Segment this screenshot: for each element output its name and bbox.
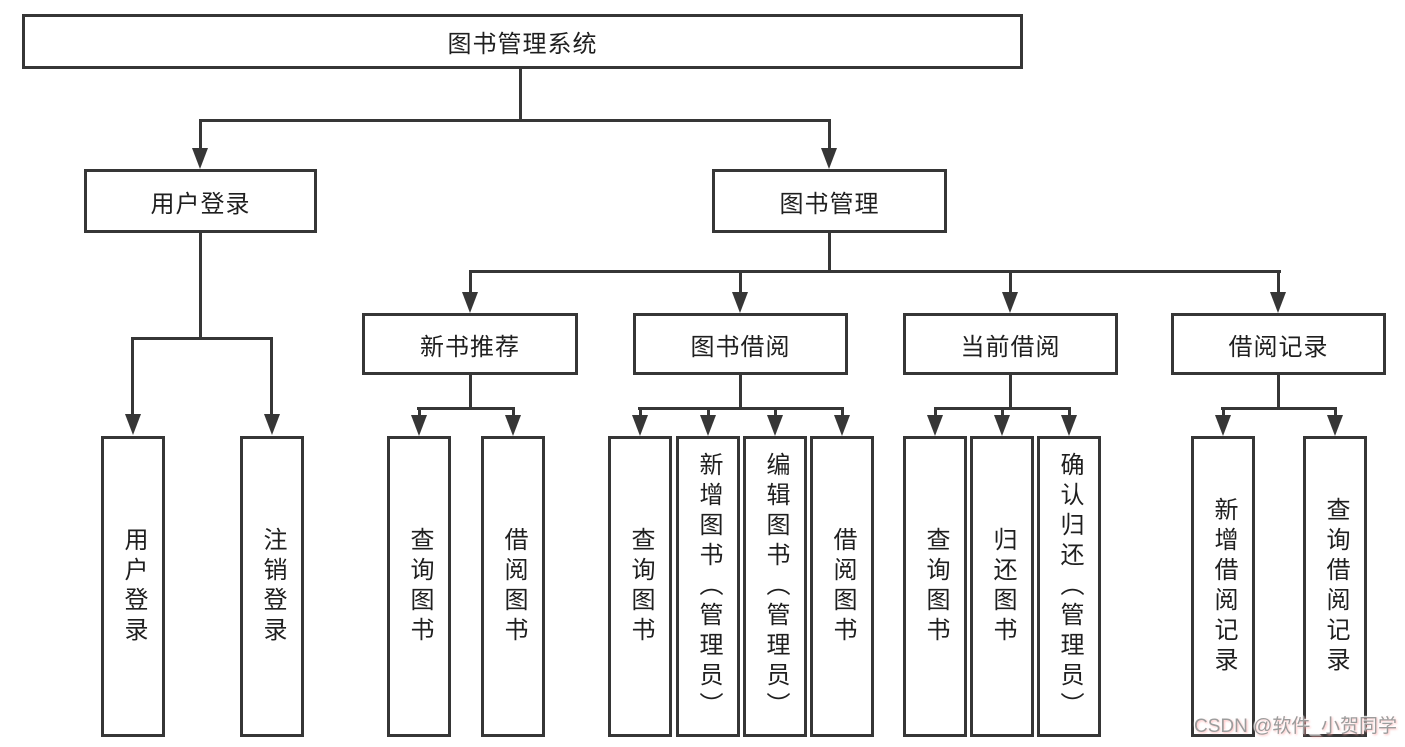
connector-drop-user-login: [199, 121, 202, 149]
leaf-query-borrow-record: 查询借阅记录: [1303, 436, 1367, 737]
leaf-label: 确认归还（管理员）: [1056, 451, 1083, 722]
arrow-down-icon: [700, 415, 716, 436]
connector-book-borrowing-stub: [739, 375, 742, 408]
arrow-down-icon: [821, 148, 837, 169]
leaf-add-books-admin: 新增图书（管理员）: [676, 436, 740, 737]
node-label: 当前借阅: [960, 333, 1061, 361]
node-label: 图书借阅: [690, 333, 791, 361]
node-library-management-system: 图书管理系统: [22, 14, 1023, 69]
leaf-label: 查询借阅记录: [1322, 496, 1349, 677]
leaf-query-books-borrowing: 查询图书: [608, 436, 672, 737]
connector-user-login-branch: [131, 337, 273, 340]
arrow-down-icon: [125, 414, 141, 435]
connector-drop-leaf: [707, 409, 710, 416]
leaf-edit-books-admin: 编辑图书（管理员）: [743, 436, 807, 737]
arrow-down-icon: [462, 292, 478, 313]
leaf-add-borrow-record: 新增借阅记录: [1191, 436, 1255, 737]
arrow-down-icon: [1002, 292, 1018, 313]
connector-drop-new-book: [469, 272, 472, 292]
arrow-down-icon: [1327, 415, 1343, 436]
connector-drop-leaf: [512, 409, 515, 416]
leaf-label: 编辑图书（管理员）: [762, 451, 789, 722]
leaf-label: 查询图书: [406, 526, 433, 647]
connector-drop-leaf: [1222, 409, 1225, 416]
connector-drop-leaf: [934, 409, 937, 416]
arrow-down-icon: [834, 415, 850, 436]
leaf-return-books: 归还图书: [970, 436, 1034, 737]
connector-borrowing-records-branch: [1221, 407, 1337, 410]
node-current-borrowing: 当前借阅: [903, 313, 1118, 375]
connector-drop-book-borrowing: [739, 272, 742, 292]
leaf-confirm-return-admin: 确认归还（管理员）: [1037, 436, 1101, 737]
leaf-label: 借阅图书: [829, 526, 856, 647]
connector-level2-branch: [199, 119, 831, 122]
connector-drop-leaf: [270, 339, 273, 414]
arrow-down-icon: [927, 415, 943, 436]
connector-drop-leaf: [1334, 409, 1337, 416]
csdn-watermark: CSDN @软件_小贺同学: [1194, 716, 1397, 737]
connector-borrowing-records-stub: [1277, 375, 1280, 408]
leaf-query-books-recommend: 查询图书: [387, 436, 451, 737]
arrow-down-icon: [192, 148, 208, 169]
node-user-login: 用户登录: [84, 169, 317, 233]
connector-user-login-stub: [199, 233, 202, 337]
arrow-down-icon: [1215, 415, 1231, 436]
leaf-label: 借阅图书: [500, 526, 527, 647]
arrow-down-icon: [732, 292, 748, 313]
leaf-label: 归还图书: [989, 526, 1016, 647]
connector-drop-leaf: [639, 409, 642, 416]
leaf-label: 查询图书: [922, 526, 949, 647]
arrow-down-icon: [632, 415, 648, 436]
connector-drop-borrowing-records: [1277, 272, 1280, 292]
connector-new-book-stub: [469, 375, 472, 408]
node-label: 借阅记录: [1228, 333, 1329, 361]
connector-drop-current-borrowing: [1009, 272, 1012, 292]
leaf-label: 注销登录: [259, 526, 286, 647]
node-label: 新书推荐: [420, 333, 520, 361]
leaf-borrow-books-recommend: 借阅图书: [481, 436, 545, 737]
node-borrowing-records: 借阅记录: [1171, 313, 1386, 375]
node-book-borrowing: 图书借阅: [633, 313, 848, 375]
leaf-logout-login: 注销登录: [240, 436, 304, 737]
arrow-down-icon: [767, 415, 783, 436]
node-label: 图书管理系统: [447, 31, 598, 58]
arrow-down-icon: [264, 414, 280, 435]
arrow-down-icon: [1061, 415, 1077, 436]
connector-drop-leaf: [1068, 409, 1071, 416]
connector-drop-leaf: [131, 339, 134, 414]
connector-new-book-branch: [417, 407, 515, 410]
node-label: 图书管理: [779, 190, 880, 218]
connector-book-borrowing-branch: [638, 407, 844, 410]
connector-drop-leaf: [774, 409, 777, 416]
leaf-query-books-current: 查询图书: [903, 436, 967, 737]
leaf-label: 新增图书（管理员）: [695, 451, 722, 722]
connector-current-borrowing-stub: [1009, 375, 1012, 408]
arrow-down-icon: [411, 415, 427, 436]
connector-book-management-stub: [828, 233, 831, 270]
connector-root-stub: [519, 69, 522, 119]
leaf-borrow-books-borrowing: 借阅图书: [810, 436, 874, 737]
leaf-user-login: 用户登录: [101, 436, 165, 737]
connector-drop-leaf: [841, 409, 844, 416]
connector-drop-book-management: [828, 121, 831, 149]
arrow-down-icon: [505, 415, 521, 436]
leaf-label: 用户登录: [120, 526, 147, 647]
node-new-book-recommend: 新书推荐: [362, 313, 578, 375]
node-book-management: 图书管理: [712, 169, 947, 233]
arrow-down-icon: [994, 415, 1010, 436]
leaf-label: 新增借阅记录: [1210, 496, 1237, 677]
connector-level3-branch: [469, 270, 1281, 273]
arrow-down-icon: [1270, 292, 1286, 313]
connector-current-borrowing-branch: [934, 407, 1071, 410]
leaf-label: 查询图书: [627, 526, 654, 647]
connector-drop-leaf: [418, 409, 421, 416]
connector-drop-leaf: [1001, 409, 1004, 416]
node-label: 用户登录: [150, 190, 251, 218]
